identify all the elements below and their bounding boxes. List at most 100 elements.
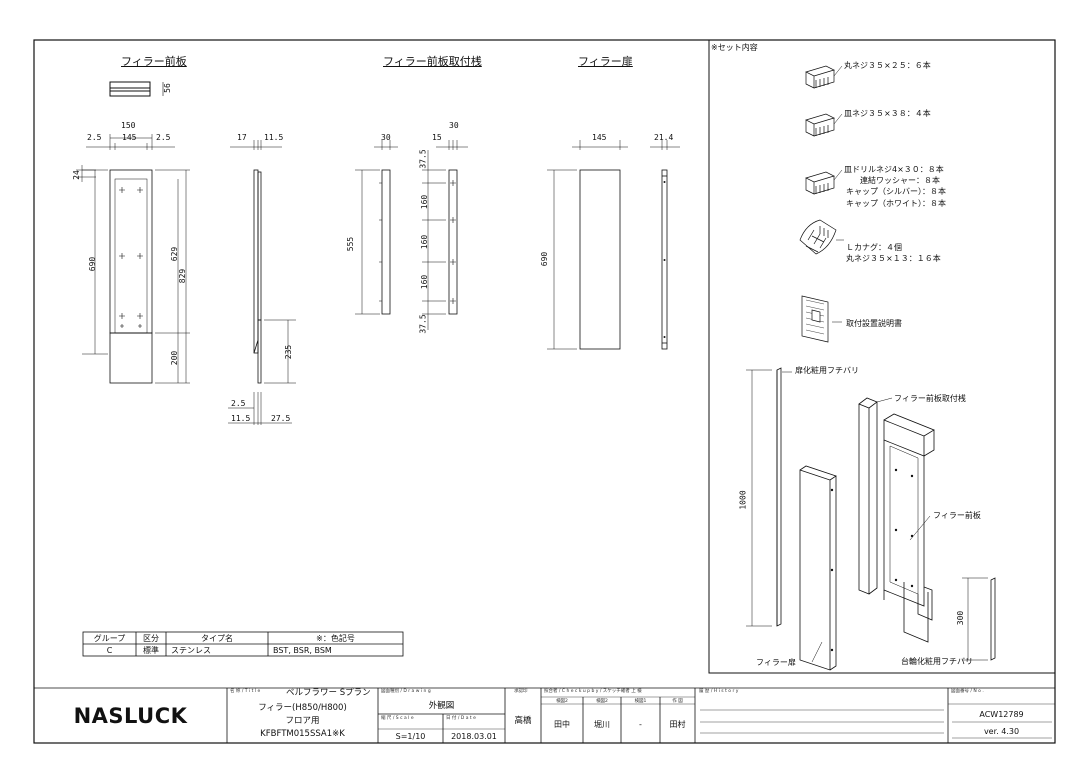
set-item-drill-screw: 皿ドリルネジ4×３０：８本 bbox=[844, 165, 944, 174]
dim-145-door: 145 bbox=[592, 133, 607, 142]
scale-label: 縮 尺 / S c a l e bbox=[381, 716, 414, 721]
dim-690-panel: 690 bbox=[88, 256, 98, 272]
approver-label: 承認印 bbox=[514, 689, 528, 694]
spec-header-group: グループ bbox=[93, 633, 126, 643]
spec-table-lines bbox=[82, 631, 404, 657]
spec-header-color: ※：色記号 bbox=[316, 633, 355, 643]
dim-160-b: 160 bbox=[420, 234, 430, 250]
dim-17: 17 bbox=[237, 133, 247, 142]
front-panel-front-view bbox=[76, 134, 190, 384]
dim-27-5: 27.5 bbox=[271, 414, 291, 423]
date-value: 2018.03.01 bbox=[451, 731, 497, 741]
set-item-manual: 取付設置説明書 bbox=[846, 319, 902, 328]
company-logo: NASLUCK bbox=[34, 688, 227, 743]
label-door-trim-strip: 扉化粧用フチバリ bbox=[795, 366, 859, 375]
dim-21-4: 21.4 bbox=[654, 133, 674, 142]
isometric-top-strip bbox=[746, 367, 792, 627]
label-base-trim-strip: 台輪化粧用フチバリ bbox=[901, 657, 973, 666]
dim-24: 24 bbox=[71, 170, 81, 180]
door-title: フィラー扉 bbox=[578, 55, 633, 68]
title-line-4: KFBFTM015SSA1※K bbox=[260, 729, 345, 739]
date-label: 日 付 / D a t e bbox=[446, 716, 476, 721]
isometric-front-panel bbox=[883, 413, 935, 643]
dim-11-5-top: 11.5 bbox=[264, 133, 284, 142]
set-item-cap-silver: キャップ（シルバー）：８本 bbox=[846, 187, 946, 196]
dim-690-door: 690 bbox=[540, 251, 550, 267]
set-item-round-screw: 丸ネジ３５×２５：６本 bbox=[844, 61, 931, 70]
dim-200: 200 bbox=[170, 350, 180, 366]
dim-30-left: 30 bbox=[381, 133, 391, 142]
dim-37-5-top: 37.5 bbox=[418, 149, 428, 169]
dim-555: 555 bbox=[346, 236, 356, 252]
dim-160-a: 160 bbox=[420, 194, 430, 210]
mount-rail-title: フィラー前板取付桟 bbox=[383, 55, 482, 68]
door-views bbox=[547, 140, 680, 350]
approver-value: 高橋 bbox=[514, 716, 532, 726]
screw-icon-2 bbox=[805, 113, 843, 137]
front-panel-title: フィラー前板 bbox=[121, 55, 187, 68]
drawing-type-label: 図面種別 / D r a w i n g bbox=[381, 689, 431, 694]
set-item-cap-white: キャップ（ホワイト）：８本 bbox=[846, 199, 946, 208]
check-col-2: 検図2 bbox=[596, 698, 608, 704]
check-value-2: 堀川 bbox=[594, 719, 610, 729]
dim-160-c: 160 bbox=[420, 274, 430, 290]
history-label: 履 歴 / H i s t o r y bbox=[699, 689, 739, 694]
isometric-door bbox=[799, 465, 837, 671]
dim-145: 145 bbox=[122, 133, 137, 142]
spec-header-class: 区分 bbox=[143, 633, 159, 643]
spec-cell-class: 標準 bbox=[143, 645, 159, 655]
dim-829: 829 bbox=[178, 268, 188, 284]
dim-15: 15 bbox=[432, 133, 442, 142]
set-item-washer: 連結ワッシャー：８本 bbox=[860, 176, 940, 185]
set-item-l-bracket: Ｌカナグ：４個 bbox=[846, 243, 902, 252]
set-item-round-screw-13: 丸ネジ３５×１３：１６本 bbox=[846, 254, 941, 263]
scale-value: S=1/10 bbox=[395, 731, 426, 741]
title-block-lines bbox=[34, 687, 1055, 743]
spec-cell-type: ステンレス bbox=[171, 646, 211, 655]
version-value: ver. 4.30 bbox=[983, 726, 1020, 736]
logo-text: NASLUCK bbox=[73, 703, 188, 728]
spec-cell-color: BST, BSR, BSM bbox=[273, 646, 332, 655]
drill-screw-icon bbox=[805, 169, 843, 195]
dim-1000: 1000 bbox=[738, 490, 748, 510]
mount-rail-views bbox=[355, 140, 468, 330]
check-col-3: 検図1 bbox=[634, 698, 647, 704]
check-label: 照合者 / C h e c k u p b y / スケッチ確者 上 検 bbox=[544, 689, 642, 694]
spec-cell-group: C bbox=[106, 645, 113, 655]
check-value-3: - bbox=[639, 719, 642, 729]
l-bracket-icon bbox=[799, 219, 844, 255]
drawing-number-label: 図面番号 / N o . bbox=[951, 689, 984, 694]
set-contents-heading: ※セット内容 bbox=[711, 43, 758, 52]
title-label: 名 称 / T i t l e bbox=[230, 689, 261, 694]
front-panel-screw-holes bbox=[119, 187, 143, 328]
dim-150: 150 bbox=[121, 121, 136, 130]
dim-56: 56 bbox=[162, 83, 172, 93]
title-line-1: ベルフラワー Sプラン bbox=[286, 688, 371, 698]
isometric-base-strip bbox=[962, 577, 996, 661]
dim-2-5-right: 2.5 bbox=[156, 133, 171, 142]
check-value-1: 田中 bbox=[554, 719, 570, 729]
dim-629: 629 bbox=[170, 246, 180, 262]
dim-235: 235 bbox=[284, 344, 294, 360]
dim-2-5-bottom: 2.5 bbox=[231, 399, 246, 408]
check-col-1: 検図2 bbox=[556, 698, 568, 704]
check-col-4: 作 図 bbox=[672, 698, 683, 704]
label-front-panel: フィラー前板 bbox=[933, 511, 981, 520]
spec-header-type: タイプ名 bbox=[201, 633, 233, 643]
check-value-4: 田村 bbox=[669, 719, 686, 729]
manual-icon bbox=[801, 295, 842, 343]
dim-2-5-left: 2.5 bbox=[87, 133, 102, 142]
dim-37-5-bottom: 37.5 bbox=[418, 314, 428, 334]
drawing-number-value: ACW12789 bbox=[979, 709, 1024, 719]
dim-300: 300 bbox=[956, 610, 966, 626]
title-line-2: フィラー(H850/H800) bbox=[258, 703, 347, 713]
screw-icon-1 bbox=[805, 65, 843, 89]
drawing-type-value: 外観図 bbox=[428, 701, 455, 711]
title-line-3: フロア用 bbox=[285, 716, 320, 726]
door-hole-marks bbox=[663, 181, 666, 338]
front-panel-top-view bbox=[109, 81, 164, 97]
dim-11-5-bottom: 11.5 bbox=[231, 414, 251, 423]
label-mount-rail: フィラー前板取付桟 bbox=[894, 394, 966, 403]
